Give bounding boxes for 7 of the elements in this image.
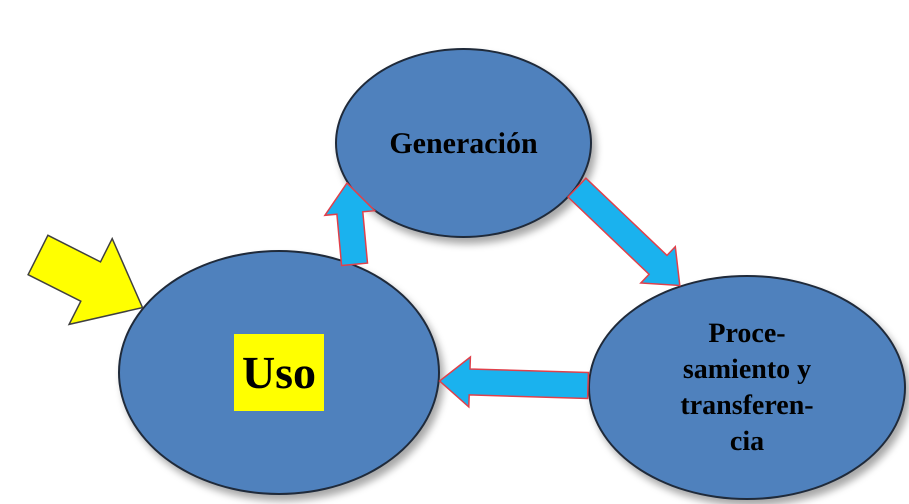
highlighted-label: Uso xyxy=(234,334,324,411)
block-arrow xyxy=(27,234,144,326)
node-label: Generación xyxy=(388,126,539,162)
block-arrow xyxy=(438,355,590,409)
block-arrow xyxy=(323,182,376,266)
block-arrow xyxy=(566,177,681,286)
node-label: Proce- samiento y transferen- cia xyxy=(679,316,815,458)
